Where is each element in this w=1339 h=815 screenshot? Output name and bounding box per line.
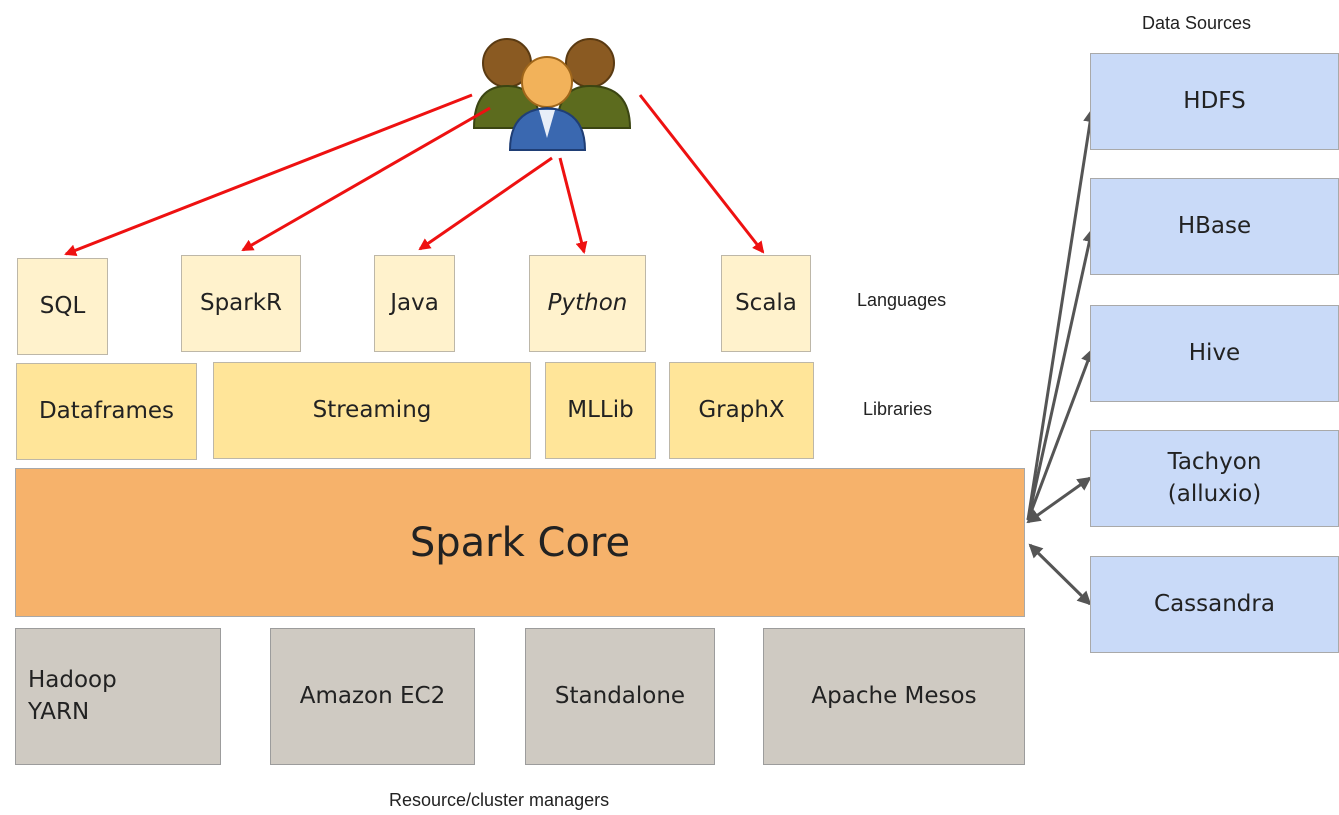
managers-caption: Resource/cluster managers	[389, 790, 610, 810]
user-arrows	[64, 93, 765, 256]
arrow-to-sparkr	[241, 106, 491, 252]
language-java: Java	[374, 255, 455, 352]
manager-hadoop-yarn: Hadoop YARN	[15, 628, 221, 765]
spark-core: Spark Core	[15, 468, 1025, 617]
language-python: Python	[529, 255, 646, 352]
arrow-to-java	[418, 156, 553, 251]
source-hbase: HBase	[1090, 178, 1339, 275]
manager-amazon-ec2: Amazon EC2	[270, 628, 475, 765]
arrow-to-sql	[64, 93, 473, 256]
source-hive: Hive	[1090, 305, 1339, 402]
arrow-core-hbase	[1026, 228, 1097, 521]
manager-apache-mesos: Apache Mesos	[763, 628, 1025, 765]
libraries-caption: Libraries	[863, 399, 933, 419]
arrow-core-tachyon	[1026, 476, 1092, 524]
sources-caption: Data Sources	[1142, 13, 1252, 33]
manager-standalone: Standalone	[525, 628, 715, 765]
library-mllib: MLLib	[545, 362, 656, 459]
library-dataframes: Dataframes	[16, 363, 197, 460]
source-hdfs: HDFS	[1090, 53, 1339, 150]
language-sql: SQL	[17, 258, 108, 355]
languages-caption: Languages	[857, 290, 947, 310]
source-cassandra: Cassandra	[1090, 556, 1339, 653]
language-scala: Scala	[721, 255, 811, 352]
language-sparkr: SparkR	[181, 255, 301, 352]
library-streaming: Streaming	[213, 362, 531, 459]
source-arrows	[1026, 108, 1098, 606]
source-tachyon: Tachyon (alluxio)	[1090, 430, 1339, 527]
arrow-to-scala	[638, 94, 765, 254]
arrow-core-hdfs	[1026, 108, 1098, 521]
library-graphx: GraphX	[669, 362, 814, 459]
arrow-core-cassandra	[1028, 543, 1092, 606]
arrow-to-python	[558, 157, 588, 254]
users-group-icon	[472, 38, 632, 151]
